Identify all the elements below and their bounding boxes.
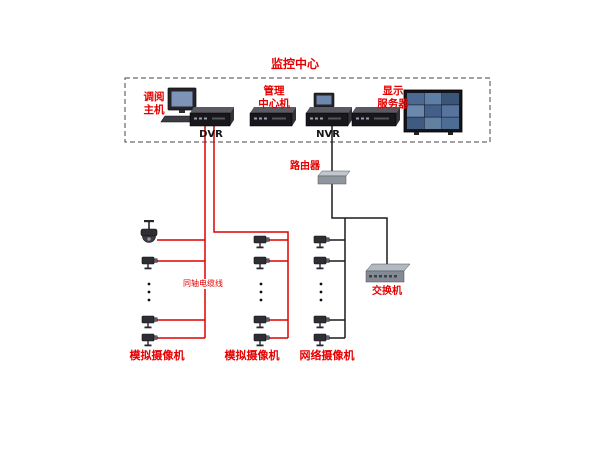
router-label: 路由器 (290, 161, 320, 172)
ellipsis-dots-icon (259, 282, 263, 302)
display-server-label: 显示 服务器 (377, 85, 409, 110)
network-cable-line (329, 126, 388, 339)
dvr-label: DVR (199, 129, 223, 140)
ellipsis-dots-icon (147, 282, 151, 302)
camera-icon (253, 256, 270, 270)
coaxial-cable-label: 同轴电缆线 (182, 279, 224, 289)
camera-icon (313, 256, 330, 270)
monitoring-center-title: 监控中心 (270, 57, 319, 71)
camera-icon (141, 333, 158, 347)
camera-icon (253, 333, 270, 347)
coax-cable-line-left (157, 126, 206, 339)
analog-camera-group-label-left: 模拟摄像机 (129, 349, 185, 362)
nvr-device-icon (305, 92, 352, 127)
ellipsis-dots-icon (319, 282, 323, 302)
camera-icon (253, 315, 270, 329)
coax-cable-line-middle (213, 126, 289, 339)
nvr-label: NVR (316, 129, 340, 140)
display-server-device-icon (351, 107, 400, 127)
camera-icon (141, 256, 158, 270)
management-device-icon (249, 107, 296, 127)
switch-label: 交换机 (372, 286, 402, 297)
camera-icon (313, 235, 330, 250)
network-camera-group-label: 网络摄像机 (299, 349, 355, 362)
analog-camera-group-label-middle: 模拟摄像机 (224, 349, 280, 362)
monitoring-center-dashed-border (124, 77, 491, 143)
camera-icon (313, 315, 330, 329)
camera-icon (141, 315, 158, 329)
camera-icon (253, 235, 270, 250)
review-host-label: 调阅 主机 (143, 91, 165, 116)
switch-icon (365, 263, 411, 283)
dvr-device-icon (189, 107, 234, 127)
camera-icon (313, 333, 330, 347)
management-center-label: 管理 中心机 (258, 85, 290, 110)
router-icon (317, 170, 351, 185)
ptz-camera-icon (140, 220, 158, 243)
video-wall-icon (403, 89, 463, 135)
